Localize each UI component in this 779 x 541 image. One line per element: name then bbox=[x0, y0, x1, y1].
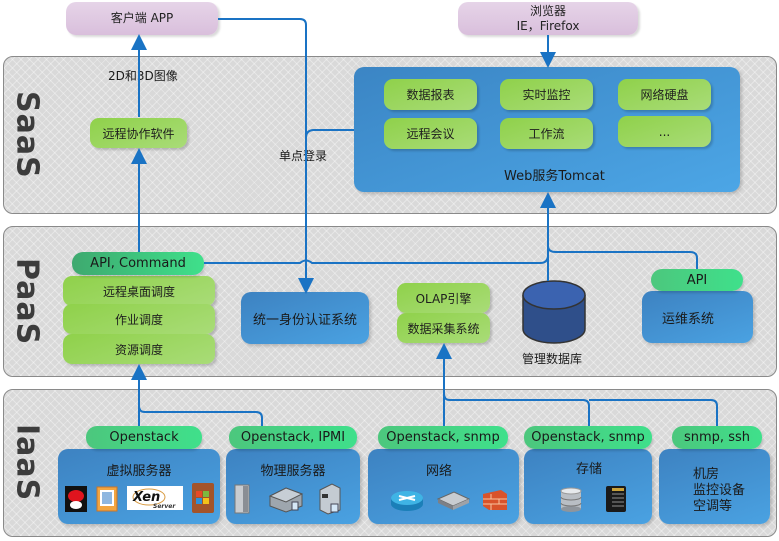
machine-room-text: 机房 监控设备 空调等 bbox=[693, 467, 745, 515]
svg-text:Xen: Xen bbox=[132, 490, 160, 505]
svg-text:Server: Server bbox=[153, 503, 176, 510]
machine-room-line: 机房 bbox=[693, 467, 720, 482]
network-title: 网络 bbox=[426, 464, 453, 479]
module-label: 工作流 bbox=[528, 127, 565, 141]
scheduler-label: 远程桌面调度 bbox=[102, 284, 175, 299]
image-transfer-label: 2D和3D图像 bbox=[108, 69, 178, 83]
browser-box[interactable]: 浏览器 IE，Firefox bbox=[458, 2, 638, 35]
saas-layer-label: SaaS bbox=[9, 91, 45, 179]
storage-box[interactable]: 存储 bbox=[524, 449, 652, 524]
protocol-tag-storage[interactable]: Openstack, snmp bbox=[524, 426, 652, 449]
module-more[interactable]: ... bbox=[618, 116, 711, 147]
machine-room-line: 空调等 bbox=[693, 499, 733, 514]
protocol-tag-physical[interactable]: Openstack, IPMI bbox=[229, 426, 357, 449]
data-collection-system[interactable]: 数据采集系统 bbox=[397, 313, 490, 343]
protocol-tag-network[interactable]: Openstack, snmp bbox=[378, 426, 508, 449]
olap-engine[interactable]: OLAP引擎 bbox=[397, 283, 490, 313]
ops-system[interactable]: 运维系统 bbox=[642, 291, 753, 343]
scheduler-remote-desktop[interactable]: 远程桌面调度 bbox=[63, 276, 215, 306]
module-label: 网络硬盘 bbox=[640, 88, 689, 102]
module-label: 远程会议 bbox=[406, 127, 455, 141]
machine-room-line: 监控设备 bbox=[693, 483, 746, 498]
paas-layer-label: PaaS bbox=[9, 257, 45, 346]
windows-icon bbox=[192, 483, 214, 513]
protocol-label: Openstack, snmp bbox=[531, 430, 645, 445]
remote-collab-software[interactable]: 远程协作软件 bbox=[90, 118, 187, 148]
data-collection-label: 数据采集系统 bbox=[407, 321, 480, 336]
protocol-label: Openstack bbox=[109, 430, 179, 445]
ops-system-label: 运维系统 bbox=[662, 311, 715, 327]
database-storage-icon bbox=[560, 487, 582, 512]
desktop-server-icon bbox=[319, 483, 341, 515]
network-box[interactable]: 网络 bbox=[368, 449, 519, 524]
identity-auth-label: 统一身份认证系统 bbox=[252, 312, 357, 328]
web-service-label: Web服务Tomcat bbox=[504, 169, 605, 184]
switch-icon bbox=[436, 491, 470, 510]
api-command-tag[interactable]: API, Command bbox=[72, 252, 204, 275]
tower-server-icon bbox=[234, 484, 250, 514]
browser-types: IE，Firefox bbox=[516, 18, 580, 33]
protocol-tag-machine-room[interactable]: snmp, ssh bbox=[672, 426, 762, 449]
module-workflow[interactable]: 工作流 bbox=[500, 118, 593, 149]
scheduler-resource[interactable]: 资源调度 bbox=[63, 334, 215, 364]
scheduler-label: 资源调度 bbox=[114, 342, 163, 357]
module-label: 实时监控 bbox=[522, 88, 571, 102]
protocol-label: snmp, ssh bbox=[684, 430, 750, 445]
redhat-icon bbox=[65, 486, 87, 512]
scheduler-label: 作业调度 bbox=[114, 312, 163, 327]
module-realtime-monitor[interactable]: 实时监控 bbox=[500, 79, 593, 110]
machine-room-box[interactable]: 机房 监控设备 空调等 bbox=[659, 449, 770, 524]
ops-api-tag[interactable]: API bbox=[651, 269, 743, 291]
virtual-server-title: 虚拟服务器 bbox=[106, 464, 172, 479]
module-remote-meeting[interactable]: 远程会议 bbox=[384, 118, 477, 149]
module-label: 数据报表 bbox=[406, 88, 455, 102]
protocol-label: Openstack, IPMI bbox=[240, 430, 346, 445]
module-label: ... bbox=[658, 124, 671, 139]
sso-label: 单点登录 bbox=[279, 149, 328, 163]
api-command-label: API, Command bbox=[90, 256, 186, 271]
ops-api-label: API bbox=[686, 272, 708, 288]
storage-title: 存储 bbox=[576, 462, 603, 477]
vmware-icon bbox=[96, 486, 118, 512]
browser-title: 浏览器 bbox=[529, 3, 566, 18]
firewall-icon bbox=[483, 490, 507, 510]
client-app-label: 客户端 APP bbox=[110, 11, 174, 25]
client-app-box[interactable]: 客户端 APP bbox=[66, 2, 218, 35]
module-data-report[interactable]: 数据报表 bbox=[384, 79, 477, 110]
iaas-layer-label: IaaS bbox=[9, 424, 45, 502]
database-icon bbox=[522, 280, 586, 344]
identity-auth-system[interactable]: 统一身份认证系统 bbox=[241, 292, 369, 344]
olap-engine-label: OLAP引擎 bbox=[415, 291, 472, 306]
xenserver-icon: Xen Server bbox=[127, 486, 183, 510]
router-icon bbox=[391, 491, 423, 511]
module-network-drive[interactable]: 网络硬盘 bbox=[618, 79, 711, 110]
rack-server-icon bbox=[268, 487, 304, 513]
nas-icon bbox=[606, 486, 626, 512]
protocol-label: Openstack, snmp bbox=[386, 430, 500, 445]
management-db-label: 管理数据库 bbox=[522, 352, 583, 366]
protocol-tag-virtual[interactable]: Openstack bbox=[86, 426, 202, 449]
scheduler-job[interactable]: 作业调度 bbox=[63, 304, 215, 334]
remote-collab-software-label: 远程协作软件 bbox=[102, 126, 175, 141]
physical-server-title: 物理服务器 bbox=[260, 464, 326, 479]
